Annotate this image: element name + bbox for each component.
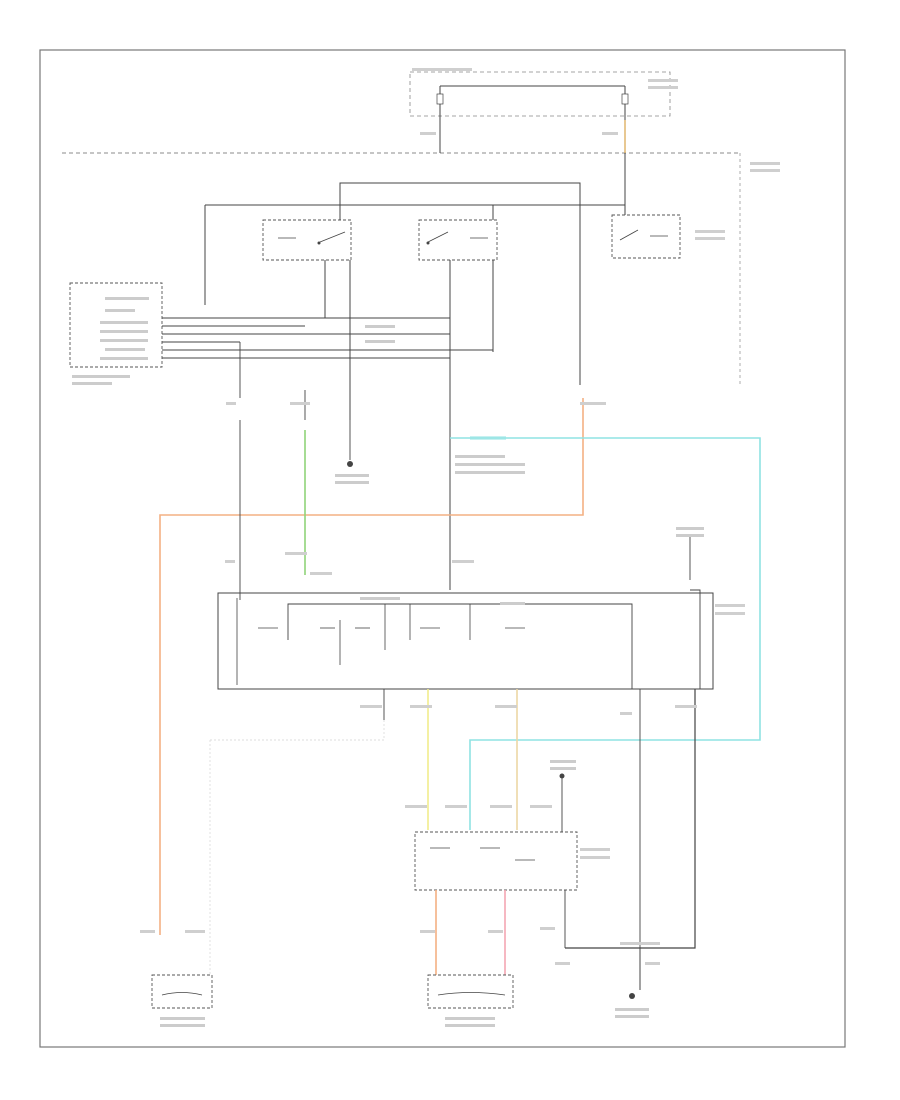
relay-bus <box>204 182 625 590</box>
high-relay <box>418 219 498 261</box>
fuse-panel <box>409 71 671 120</box>
right-heater-mirror <box>427 974 514 1027</box>
cyan-wire <box>450 437 761 830</box>
faint-labels <box>140 68 780 965</box>
park-relay <box>262 219 352 261</box>
control-module <box>69 282 163 385</box>
orange-wire <box>159 398 584 935</box>
ground-top <box>347 461 353 467</box>
wiper-switch <box>217 592 714 690</box>
left-heater-mirror <box>151 974 213 1027</box>
module-output-wires <box>162 317 493 398</box>
diagram-frame <box>39 49 846 1048</box>
ground-bottom <box>629 993 635 999</box>
right-heated-switch <box>414 831 578 891</box>
defrost-relay <box>611 214 681 259</box>
